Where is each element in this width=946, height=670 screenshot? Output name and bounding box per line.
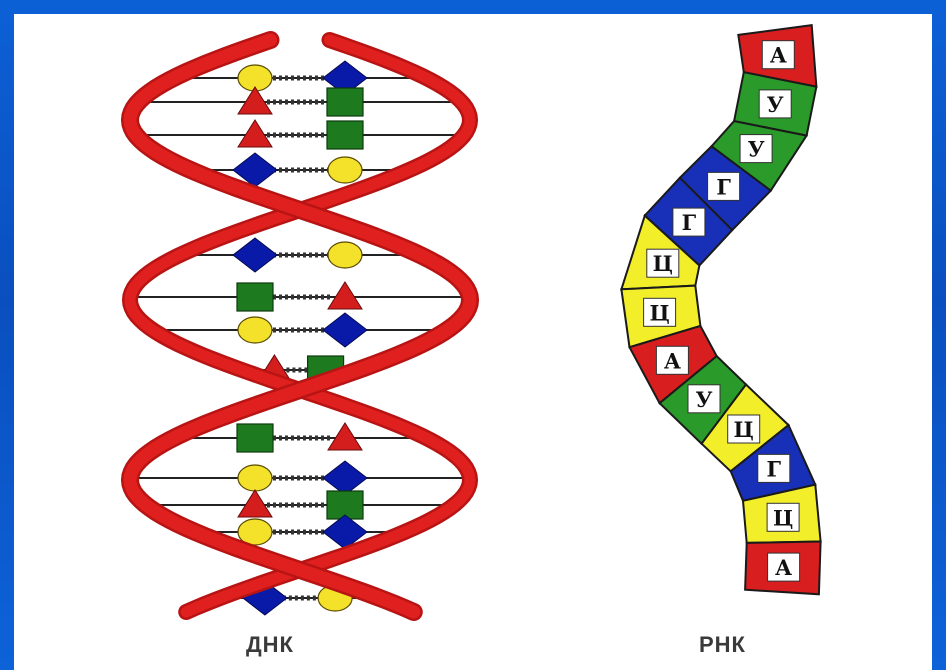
dna-base-square bbox=[236, 423, 274, 453]
rna-nucleotide-letter: Г bbox=[682, 210, 697, 235]
dna-base-triangle bbox=[237, 86, 273, 115]
rna-nucleotide-letter: А bbox=[664, 348, 681, 373]
dna-base-triangle bbox=[237, 119, 273, 148]
dna-caption: ДНК bbox=[246, 632, 294, 657]
rna-nucleotide-letter: У bbox=[748, 137, 765, 162]
dna-base-square bbox=[326, 490, 364, 520]
rna-nucleotide-letter: Ц bbox=[653, 251, 673, 276]
dna-base-diamond bbox=[232, 237, 278, 273]
rna-nucleotide-letter: А bbox=[770, 43, 787, 68]
rna-nucleotide-letter: У bbox=[695, 387, 712, 412]
dna-base-diamond bbox=[322, 312, 368, 348]
rna-nucleotide-letter: Ц bbox=[734, 417, 754, 442]
dna-base-circle bbox=[237, 316, 273, 344]
dna-base-square bbox=[326, 120, 364, 150]
dna-strand-back-highlight bbox=[124, 34, 476, 618]
rna-letter-box bbox=[767, 552, 801, 582]
dna-base-triangle bbox=[237, 489, 273, 518]
rna-nucleotide-letter: А bbox=[775, 555, 792, 580]
rna-nucleotide-letter: Г bbox=[716, 174, 731, 199]
rna-letter-box bbox=[757, 453, 791, 483]
rna-letter-box bbox=[687, 384, 721, 414]
rna-nucleotide-letter: У bbox=[767, 92, 784, 117]
dna-base-square bbox=[236, 282, 274, 312]
rna-letter-box bbox=[646, 248, 680, 278]
rna-nucleotide-letter: Г bbox=[767, 456, 782, 481]
dna-base-circle bbox=[237, 518, 273, 546]
rna-nucleotide-letter: Ц bbox=[649, 300, 669, 325]
rna-letter-box bbox=[655, 345, 689, 375]
dna-base-triangle bbox=[327, 422, 363, 451]
rna-letter-box bbox=[727, 414, 761, 444]
rna-letter-box bbox=[758, 89, 792, 119]
rna-letter-box bbox=[739, 134, 773, 164]
rna-nucleotide-letter: Ц bbox=[773, 505, 793, 530]
dna-strand-front-highlight bbox=[123, 33, 477, 619]
rna-letter-box bbox=[761, 40, 795, 70]
rna-caption: РНК bbox=[699, 632, 746, 657]
rna-letter-box bbox=[672, 207, 706, 237]
dna-base-circle bbox=[327, 241, 363, 269]
rna-letter-box bbox=[707, 171, 741, 201]
dna-base-triangle bbox=[327, 281, 363, 310]
rna-letter-box bbox=[766, 502, 800, 532]
rna-letter-box bbox=[643, 297, 677, 327]
dna-base-circle bbox=[327, 156, 363, 184]
dna-base-square bbox=[326, 87, 364, 117]
